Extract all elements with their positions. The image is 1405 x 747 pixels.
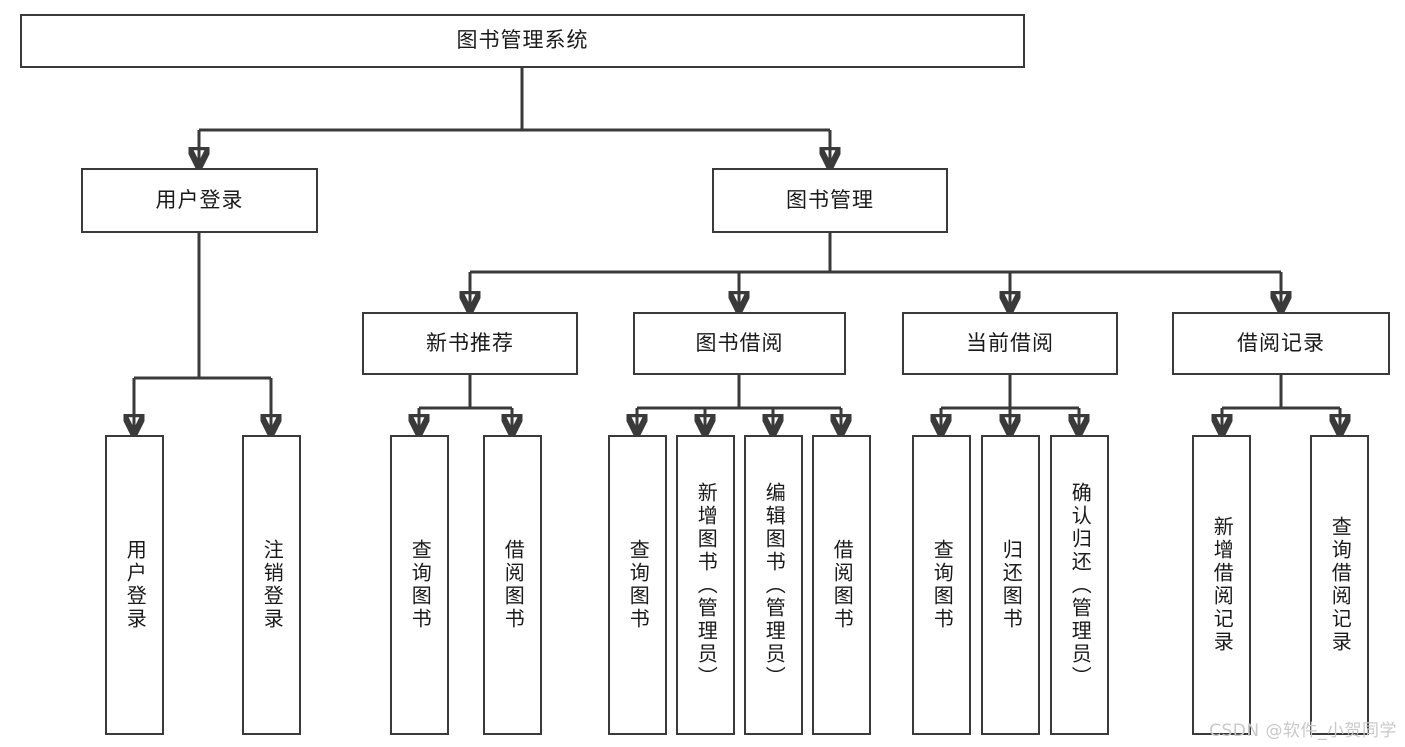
leaf-current-return-book[interactable]: 归还图书 [981,435,1040,735]
leaf-borrow-add-book-admin[interactable]: 新增图书（管理员） [676,435,735,735]
node-current-borrow[interactable]: 当前借阅 [902,312,1118,375]
node-book-borrow[interactable]: 图书借阅 [633,312,846,375]
node-label: 新增借阅记录 [1210,516,1235,654]
node-label: 图书借阅 [695,330,784,355]
node-label: 用户登录 [123,539,148,631]
leaf-new-book-borrow[interactable]: 借阅图书 [483,435,542,735]
node-label: 用户登录 [155,187,244,212]
node-label: 查询图书 [626,539,651,631]
node-label: 注销登录 [260,539,285,631]
leaf-record-query-record[interactable]: 查询借阅记录 [1310,435,1369,735]
leaf-borrow-edit-book-admin[interactable]: 编辑图书（管理员） [744,435,803,735]
node-user-login[interactable]: 用户登录 [81,168,318,233]
node-book-management[interactable]: 图书管理 [712,168,948,233]
node-label: 确认归还（管理员） [1068,481,1093,689]
node-label: 借阅记录 [1237,330,1325,355]
node-label: 编辑图书（管理员） [762,481,787,689]
node-label: 图书管理 [786,187,874,212]
node-new-book-recommend[interactable]: 新书推荐 [362,312,578,375]
leaf-borrow-query-book[interactable]: 查询图书 [608,435,667,735]
leaf-record-add-record[interactable]: 新增借阅记录 [1192,435,1251,735]
leaf-user-login-login[interactable]: 用户登录 [105,435,164,735]
leaf-current-query-book[interactable]: 查询图书 [912,435,971,735]
leaf-borrow-borrow-book[interactable]: 借阅图书 [812,435,871,735]
node-root-book-management-system[interactable]: 图书管理系统 [20,14,1025,68]
node-label: 图书管理系统 [456,28,589,53]
node-label: 借阅图书 [501,539,526,631]
node-label: 借阅图书 [830,539,855,631]
node-label: 当前借阅 [966,330,1054,355]
node-label: 查询图书 [408,539,433,631]
leaf-current-confirm-return-admin[interactable]: 确认归还（管理员） [1050,435,1109,735]
leaf-user-login-logout[interactable]: 注销登录 [242,435,301,735]
leaf-new-book-query[interactable]: 查询图书 [390,435,449,735]
node-label: 新书推荐 [426,330,514,355]
csdn-watermark: CSDN @软件_小贺同学 [1209,721,1397,741]
node-borrow-record[interactable]: 借阅记录 [1172,312,1390,375]
node-label: 归还图书 [999,539,1024,631]
node-label: 查询图书 [930,539,955,631]
node-label: 新增图书（管理员） [694,481,719,689]
node-label: 查询借阅记录 [1328,516,1353,654]
